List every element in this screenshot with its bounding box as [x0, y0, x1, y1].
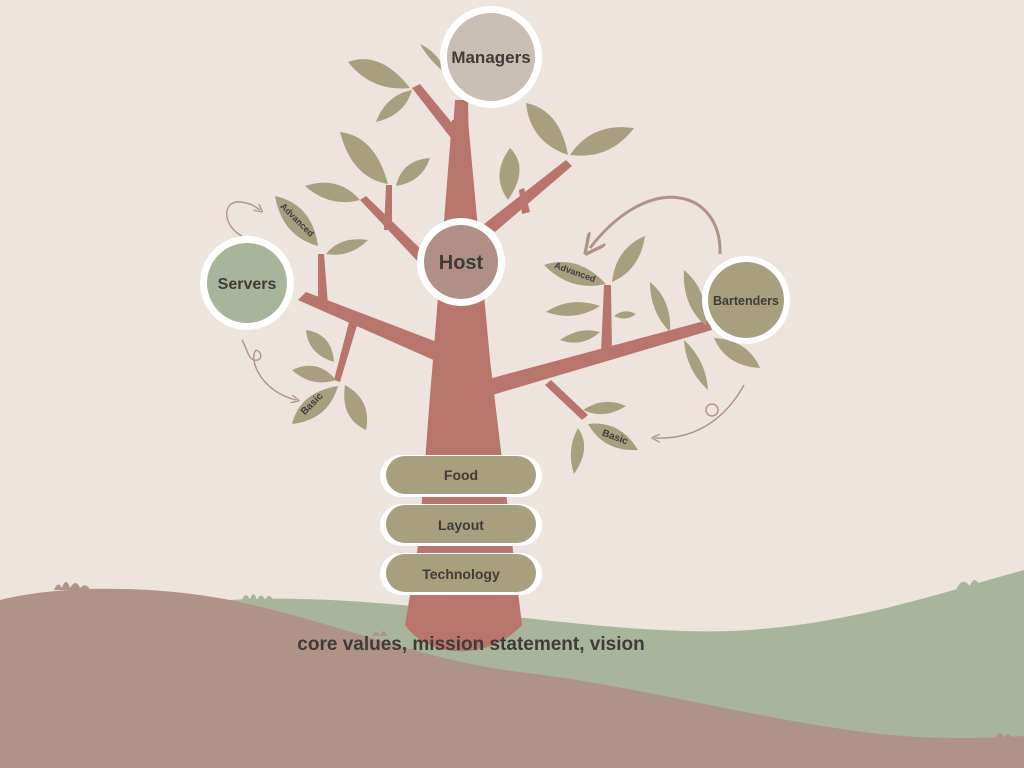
- leaf-bartenders-advanced: [544, 262, 606, 286]
- leaf: [683, 270, 707, 326]
- grass-tuft: [242, 594, 273, 600]
- leaf: [340, 132, 388, 184]
- role-managers: Managers: [440, 6, 542, 108]
- pillar-technology-label: Technology: [422, 566, 500, 582]
- role-bartenders-circle: [708, 262, 784, 338]
- leaf: [344, 385, 368, 430]
- leaf: [348, 59, 410, 89]
- leaf: [714, 338, 760, 368]
- branch-servers: [298, 292, 445, 362]
- branch-right-upper-twig: [519, 188, 530, 214]
- grass-tuft: [996, 733, 1012, 738]
- pillar-layout: Layout: [380, 504, 542, 546]
- leaf: [376, 90, 412, 122]
- leaf: [614, 311, 636, 319]
- arrow-loop: [705, 403, 719, 417]
- leaf: [396, 158, 430, 186]
- pillar-technology: Technology: [380, 553, 542, 595]
- leaf: [583, 401, 626, 415]
- branch-bartenders-down: [545, 380, 588, 420]
- role-servers-label: Servers: [218, 276, 277, 293]
- branch-bartenders-up: [601, 285, 612, 352]
- pillar-food: Food: [380, 455, 542, 497]
- leaf: [526, 103, 568, 155]
- leaf: [326, 239, 368, 255]
- pillar-technology-pill: [386, 554, 536, 592]
- role-host: Host: [417, 218, 505, 306]
- branch-managers-twig: [412, 84, 462, 142]
- grass-tuft: [54, 582, 90, 590]
- pillar-food-label: Food: [444, 467, 478, 483]
- leaf: [499, 148, 520, 200]
- foundation-label: core values, mission statement, vision: [297, 634, 644, 655]
- front-landscape: [0, 582, 1024, 768]
- branch-servers-down: [334, 318, 358, 382]
- leaf-bartenders-basic: [588, 423, 638, 451]
- front-hill: [0, 588, 1024, 768]
- pillar-layout-pill: [386, 505, 536, 543]
- arrow-bartenders-basic: [655, 384, 745, 438]
- branch-bartenders: [482, 320, 712, 398]
- role-bartenders: Bartenders: [702, 256, 790, 344]
- leaf-servers-basic: [292, 386, 338, 424]
- role-managers-label: Managers: [451, 48, 530, 67]
- role-managers-circle: [447, 13, 535, 101]
- leaf: [560, 330, 600, 343]
- leaf: [306, 330, 334, 362]
- role-servers-circle: [207, 243, 287, 323]
- pillar-layout-label: Layout: [438, 517, 484, 533]
- leaf: [650, 282, 671, 332]
- role-bartenders-label: Bartenders: [713, 294, 779, 308]
- leaf: [305, 182, 360, 203]
- leaf-servers-advanced: [275, 196, 318, 246]
- pillar-food-pill: [386, 456, 536, 494]
- arrow-servers-basic: [241, 339, 296, 400]
- arrow-bartenders-advanced: [590, 195, 722, 254]
- branch-right-upper: [484, 160, 572, 232]
- leaf: [420, 44, 448, 75]
- role-host-circle: [424, 225, 498, 299]
- leaf: [570, 127, 634, 156]
- leaf: [546, 302, 600, 316]
- leaf: [292, 365, 336, 383]
- role-servers: Servers: [200, 236, 294, 330]
- grass-tuft: [956, 580, 1004, 590]
- grass-tuft: [750, 634, 776, 642]
- grass-tuft: [372, 631, 387, 636]
- leaf: [612, 236, 645, 282]
- role-host-label: Host: [439, 252, 484, 274]
- arrows: [226, 195, 745, 438]
- grass-tuft: [866, 735, 890, 740]
- arrow-servers-advanced: [226, 201, 260, 237]
- leaves: [275, 44, 760, 474]
- leaf: [684, 340, 708, 390]
- branch-left-upper: [360, 196, 430, 266]
- branch-servers-up: [318, 254, 328, 305]
- branch-left-upper-twig: [384, 185, 392, 230]
- leaf: [570, 428, 585, 474]
